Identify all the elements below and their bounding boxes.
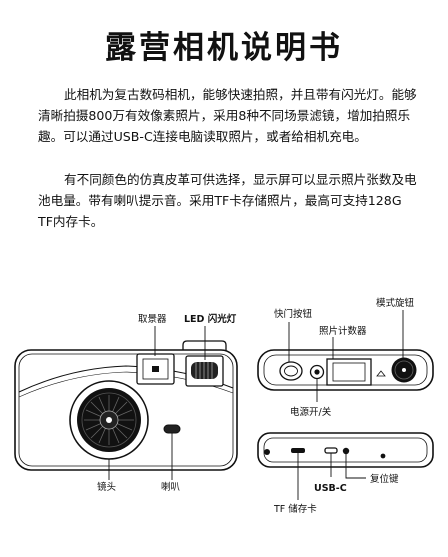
label-viewfinder: 取景器 — [138, 314, 167, 325]
label-mode-dial: 模式旋钮 — [376, 297, 415, 309]
page-title: 露营相机说明书 — [105, 30, 343, 66]
camera-front-view — [14, 326, 238, 480]
reset-button-shape — [342, 447, 350, 455]
label-usb-c: USB-C — [314, 483, 347, 494]
label-speaker: 喇叭 — [161, 481, 181, 493]
camera-top-view — [257, 310, 434, 402]
label-flash: LED 闪光灯 — [184, 313, 237, 325]
label-reset: 复位键 — [370, 473, 399, 485]
label-power: 电源开/关 — [290, 406, 332, 418]
intro-paragraph-2: 有不同颜色的仿真皮革可供选择，显示屏可以显示照片张数及电池电量。带有喇叭提示音。… — [38, 169, 420, 232]
lens — [69, 380, 149, 460]
speaker-grille — [163, 424, 181, 434]
label-counter: 照片计数器 — [319, 325, 367, 337]
tf-slot-shape — [291, 448, 305, 453]
intro-paragraph-2-text: 有不同颜色的仿真皮革可供选择，显示屏可以显示照片张数及电池电量。带有喇叭提示音。… — [38, 172, 417, 229]
intro-paragraph-1-text: 此相机为复古数码相机，能够快速拍照，并且带有闪光灯。能够清晰拍摄800万有效像素… — [38, 87, 417, 144]
camera-bottom-view — [257, 432, 434, 500]
label-shutter: 快门按钮 — [274, 308, 313, 320]
usb-c-port-shape — [324, 447, 338, 454]
label-lens: 镜头 — [97, 481, 116, 493]
label-tf-slot: TF 储存卡 — [273, 503, 317, 515]
intro-paragraph-1: 此相机为复古数码相机，能够快速拍照，并且带有闪光灯。能够清晰拍摄800万有效像素… — [38, 84, 420, 147]
